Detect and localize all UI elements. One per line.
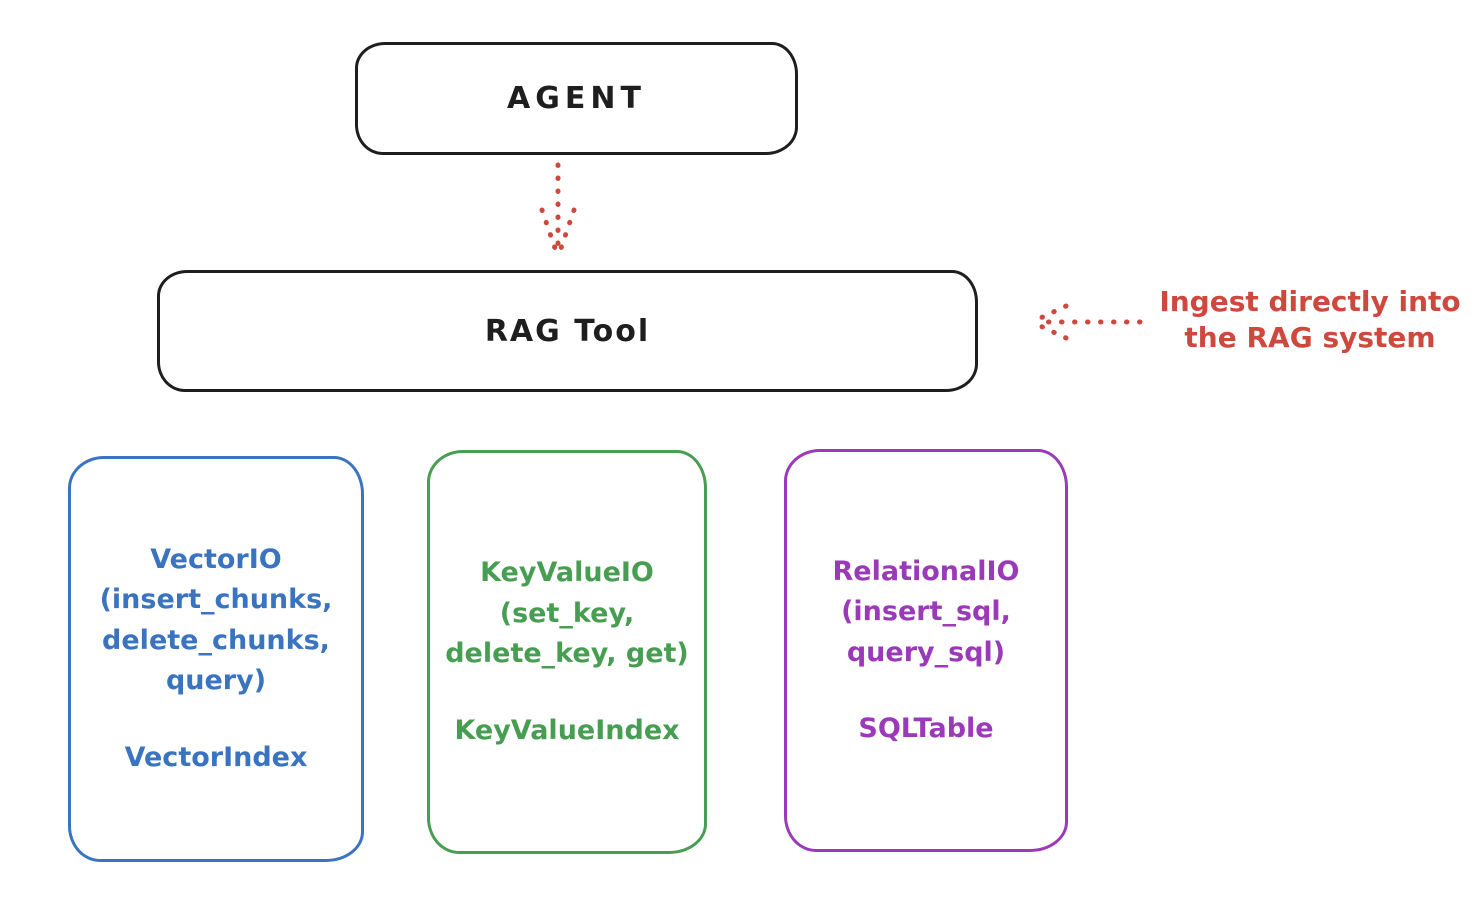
arrow-down-icon [539,162,577,260]
rag-tool-label: RAG Tool [484,313,651,349]
arrow-down-head-left [539,207,561,260]
relational-io-box: RelationalIO (insert_sql, query_sql) SQL… [784,449,1068,852]
keyvalue-io-line: (set_key, [499,597,635,629]
relational-io-line: query_sql) [846,636,1006,668]
keyvalue-index-label: KeyValueIndex [454,714,680,746]
arrow-down-head-right [555,207,577,260]
relational-io-line: RelationalIO [832,555,1020,587]
relational-io-lines: RelationalIO (insert_sql, query_sql) [833,552,1020,674]
vector-io-line: VectorIO [150,543,282,575]
vector-io-line: query) [165,665,267,697]
keyvalue-io-box: KeyValueIO (set_key, delete_key, get) Ke… [427,450,707,854]
keyvalue-io-line: KeyValueIO [480,557,654,588]
rag-tool-box: RAG Tool [157,270,978,392]
relational-io-line: (insert_sql, [841,596,1011,627]
vector-io-box: VectorIO (insert_chunks, delete_chunks, … [68,456,364,862]
ingest-annotation-line1: Ingest directly into [1159,285,1461,318]
keyvalue-io-lines: KeyValueIO (set_key, delete_key, get) [445,553,689,675]
arrow-left-icon [1029,303,1143,341]
ingest-annotation-line2: the RAG system [1184,321,1436,355]
keyvalue-io-line: delete_key, get) [445,638,689,669]
sql-table-label: SQLTable [858,713,994,744]
vector-index-label: VectorIndex [124,741,308,773]
agent-box: AGENT [355,42,798,155]
vector-io-line: delete_chunks, [102,624,330,656]
agent-label: AGENT [507,81,646,116]
vector-io-line: (insert_chunks, [99,584,333,616]
ingest-annotation: Ingest directly into the RAG system [1140,284,1480,357]
vector-io-lines: VectorIO (insert_chunks, delete_chunks, … [100,540,333,702]
